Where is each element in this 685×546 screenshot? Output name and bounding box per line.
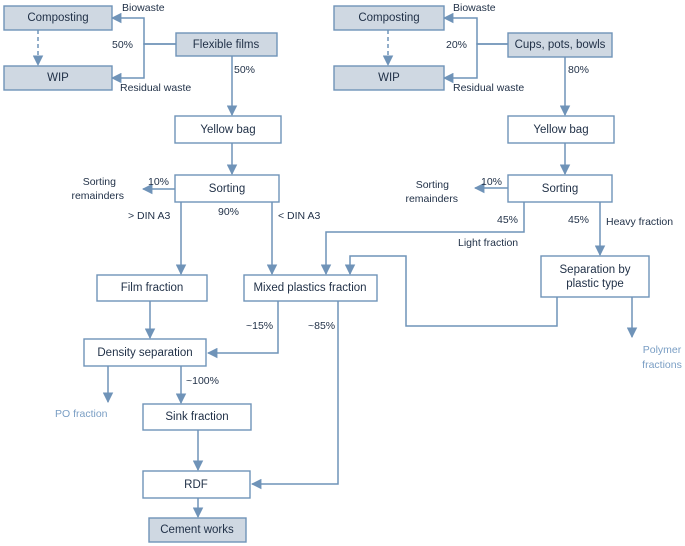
arrow-films-to-wip [110, 43, 176, 84]
svg-text:Sorting: Sorting [209, 183, 245, 195]
yellow-bag-box-right: Yellow bag [507, 115, 615, 144]
svg-text:Yellow bag: Yellow bag [200, 124, 255, 136]
svg-text:WIP: WIP [47, 72, 69, 84]
pct-50-label-a: 50% [112, 39, 133, 51]
svg-text:Film fraction: Film fraction [121, 282, 184, 294]
film-fraction-box: Film fraction [96, 274, 208, 302]
svg-text:WIP: WIP [378, 72, 400, 84]
cups-pots-bowls-box: Cups, pots, bowls [507, 32, 613, 58]
yellow-bag-box-left: Yellow bag [174, 115, 282, 144]
arrow-mixed-to-density [206, 301, 279, 359]
right-flow: Composting WIP Cups, pots, bowls Yellow … [320, 2, 682, 371]
wip-box-right: WIP [333, 65, 445, 91]
arrow-mixed-to-rdf [250, 301, 339, 490]
svg-text:Flexible films: Flexible films [193, 39, 260, 51]
pct-15-label: ~15% [246, 320, 273, 332]
pct-45-label-a: 45% [497, 214, 518, 226]
residual-waste-label-left: Residual waste [120, 82, 191, 94]
svg-text:Sink fraction: Sink fraction [165, 411, 228, 423]
pct-80-label: 80% [568, 64, 589, 76]
pct-45-label-b: 45% [568, 214, 589, 226]
density-separation-box: Density separation [83, 338, 207, 367]
lt-din-a3-label: < DIN A3 [278, 210, 320, 222]
left-flow: Composting WIP Flexible films Yellow bag… [3, 2, 378, 543]
pct-85-label: ~85% [308, 320, 335, 332]
pct-10-label-left: 10% [148, 176, 169, 188]
svg-text:RDF: RDF [184, 479, 208, 491]
sorting-remainders-label-right-1: Sorting [416, 179, 449, 191]
sink-fraction-box: Sink fraction [142, 403, 252, 431]
sorting-box-right: Sorting [507, 174, 613, 203]
svg-text:plastic type: plastic type [566, 278, 624, 290]
svg-text:Sorting: Sorting [542, 183, 578, 195]
heavy-fraction-label: Heavy fraction [606, 216, 673, 228]
light-fraction-label: Light fraction [458, 237, 518, 249]
svg-text:Mixed plastics fraction: Mixed plastics fraction [253, 282, 366, 294]
wip-box-left: WIP [3, 65, 113, 91]
composting-box-right: Composting [333, 5, 445, 31]
pct-50-label-b: 50% [234, 64, 255, 76]
polymer-fractions-label-1: Polymer [643, 344, 682, 356]
sorting-remainders-label-left-1: Sorting [83, 176, 116, 188]
po-fraction-label: PO fraction [55, 408, 108, 420]
sorting-box-left: Sorting [174, 174, 280, 203]
pct-20-label: 20% [446, 39, 467, 51]
flexible-films-box: Flexible films [175, 32, 278, 57]
arrow-cups-to-wip [442, 43, 508, 84]
svg-text:Cups, pots, bowls: Cups, pots, bowls [515, 39, 606, 51]
svg-text:Composting: Composting [358, 12, 419, 24]
sorting-remainders-label-right-2: remainders [405, 193, 458, 205]
mixed-plastics-box: Mixed plastics fraction [243, 274, 378, 302]
pct-10-label-right: 10% [481, 176, 502, 188]
pct-90-label: 90% [218, 206, 239, 218]
arrow-light-fraction-to-mixed [320, 202, 525, 276]
arrow-separation-to-mixed [344, 255, 558, 327]
svg-text:Composting: Composting [27, 12, 88, 24]
biowaste-label-right: Biowaste [453, 2, 496, 14]
composting-box-left: Composting [3, 5, 113, 31]
gt-din-a3-label: > DIN A3 [128, 210, 170, 222]
svg-text:Separation by: Separation by [560, 264, 631, 276]
svg-text:Density separation: Density separation [97, 347, 192, 359]
separation-by-plastic-type-box: Separation by plastic type [540, 255, 650, 298]
residual-waste-label-right: Residual waste [453, 82, 524, 94]
svg-text:Yellow bag: Yellow bag [533, 124, 588, 136]
sorting-remainders-label-left-2: remainders [71, 190, 124, 202]
polymer-fractions-label-2: fractions [642, 359, 682, 371]
biowaste-label-left: Biowaste [122, 2, 165, 14]
svg-text:Cement works: Cement works [160, 524, 234, 536]
rdf-box: RDF [142, 470, 251, 499]
cement-works-box: Cement works [148, 517, 247, 543]
pct-100-label: ~100% [186, 375, 219, 387]
